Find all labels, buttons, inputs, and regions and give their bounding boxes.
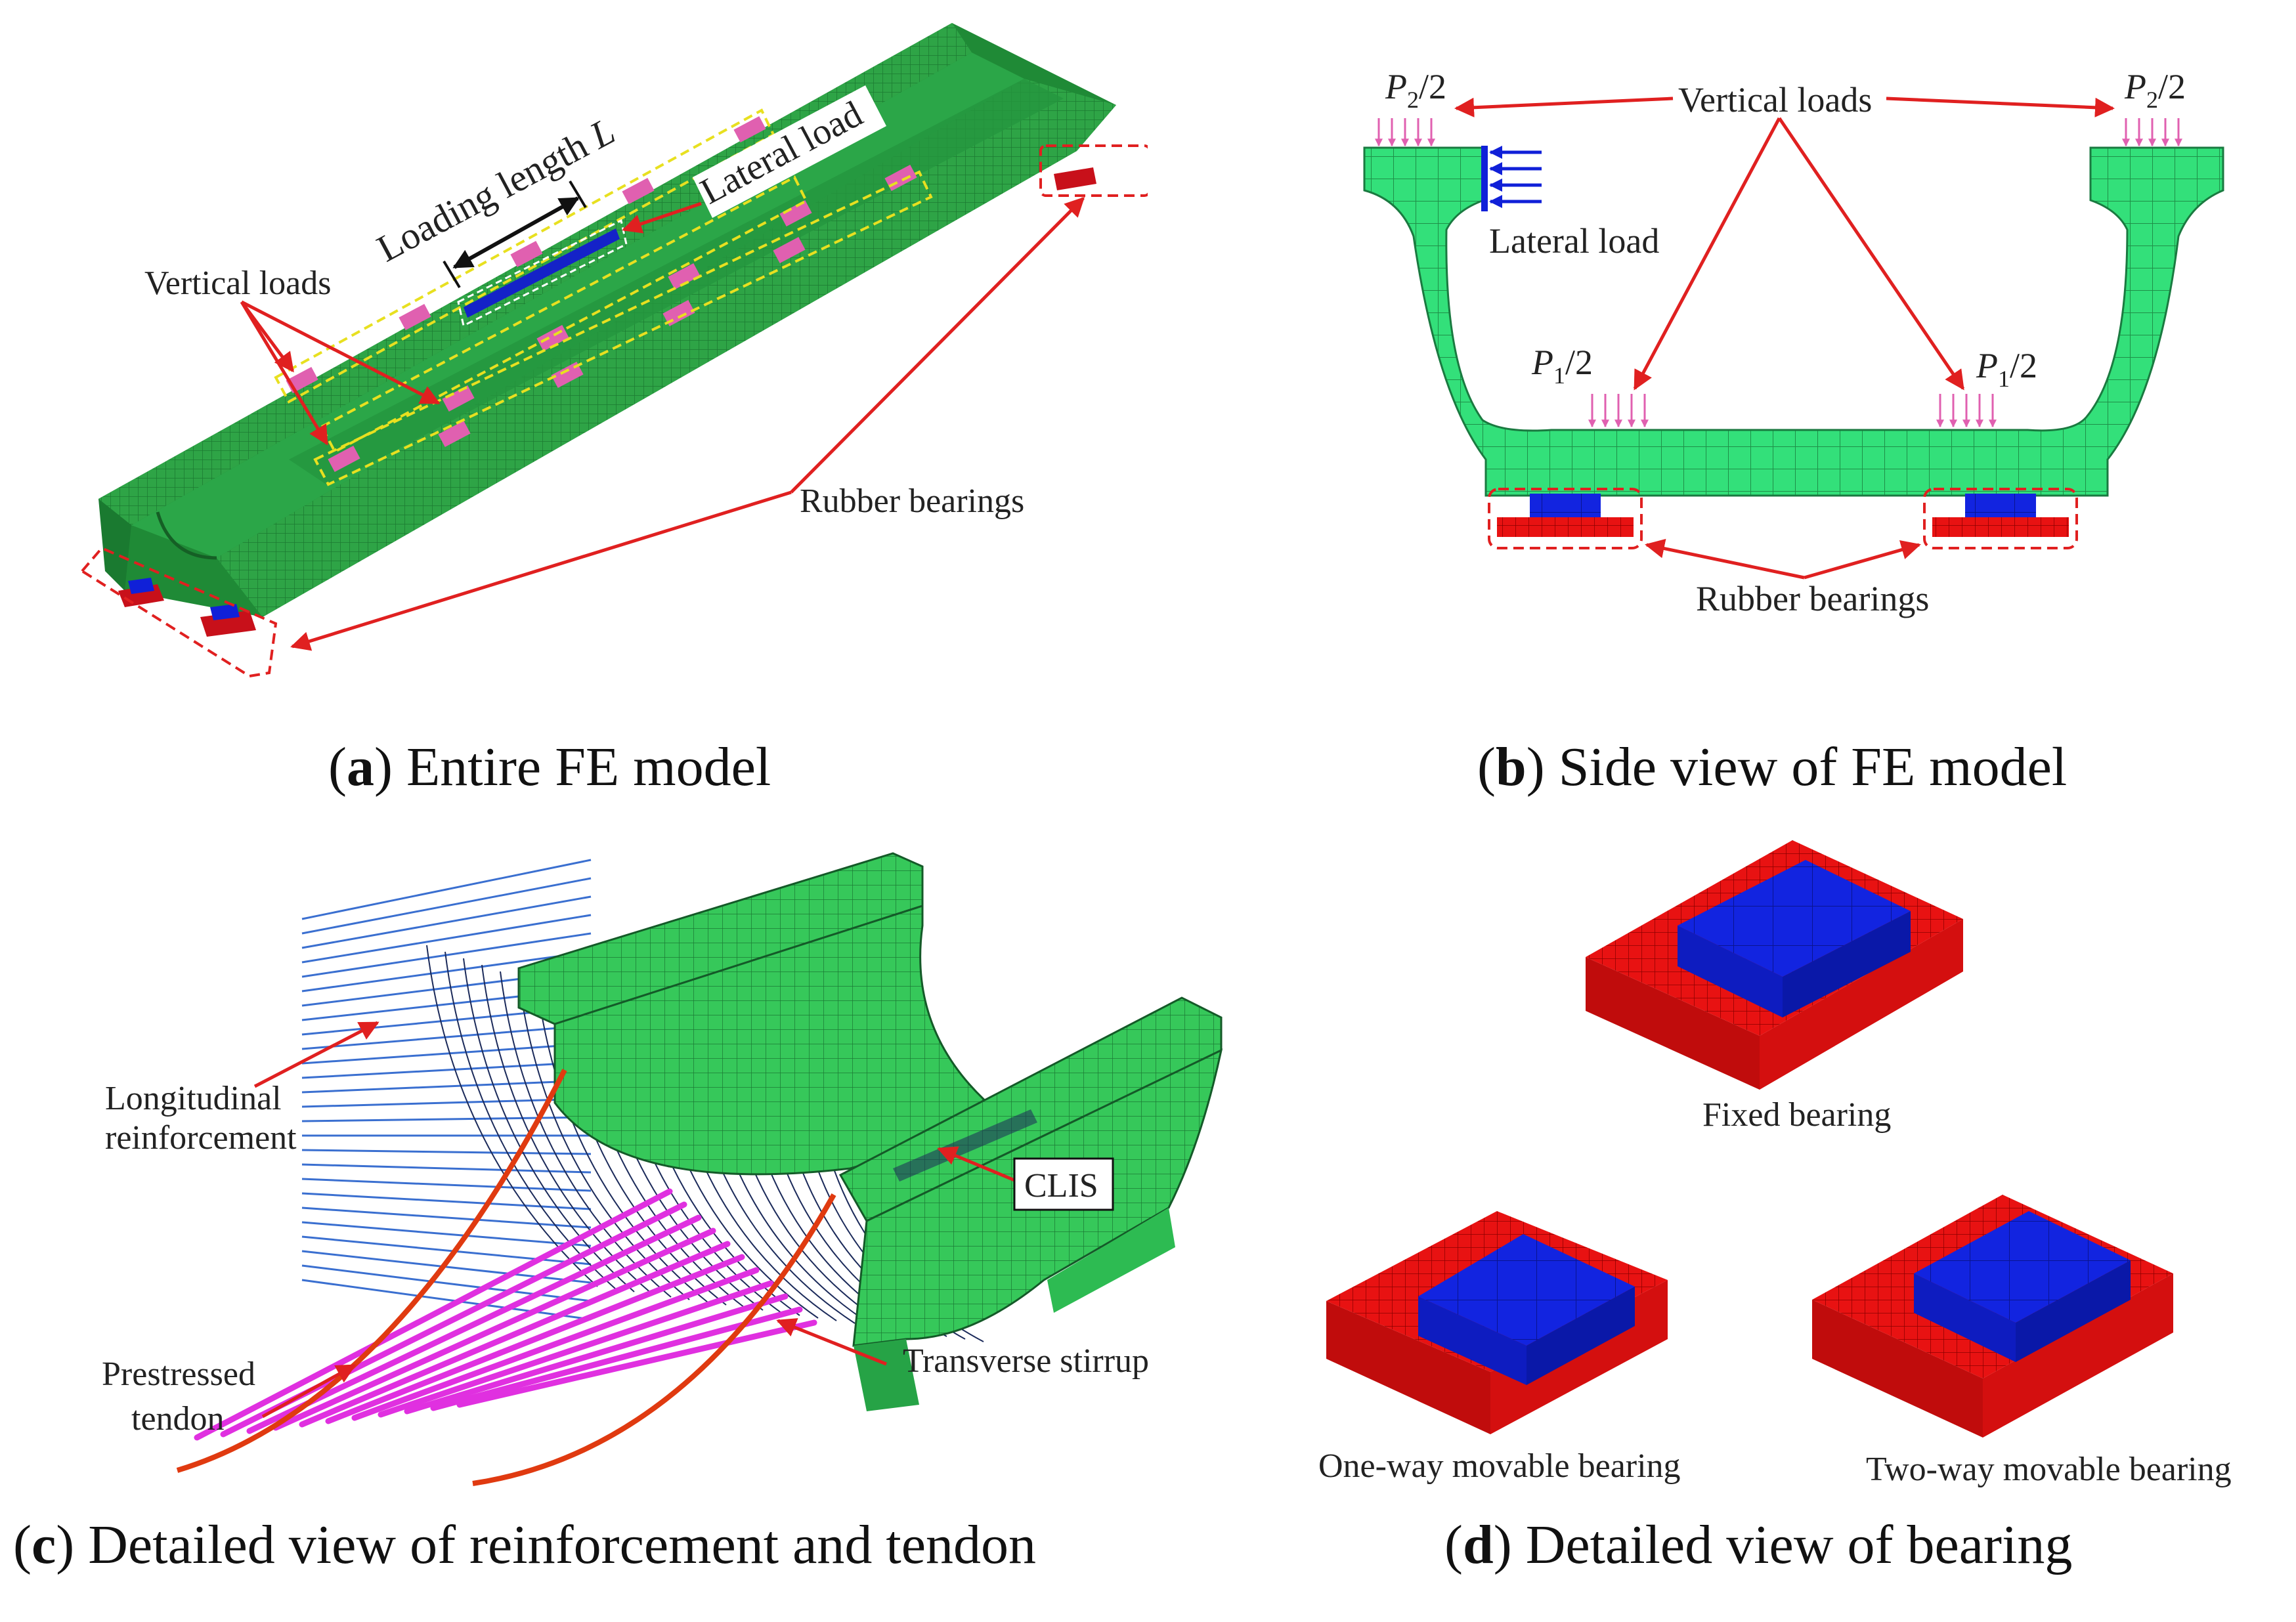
transverse-stirrup-label: Transverse stirrup (903, 1342, 1149, 1380)
rebar-line (301, 1178, 592, 1192)
prestressed-label-line2: tendon (131, 1400, 225, 1438)
load-p2-left-label: P2/2 (1385, 67, 1446, 113)
two-way-bearing-label: Two-way movable bearing (1866, 1451, 2232, 1488)
rebar-line (301, 1163, 592, 1174)
vertical-loads-label: Vertical loads (144, 265, 331, 302)
longitudinal-label-line1: Longitudinal (105, 1080, 282, 1117)
panel-c-reinforcement: Longitudinal reinforcement CLIS Prestres… (0, 827, 1247, 1523)
two-way-movable-bearing (1812, 1195, 2173, 1438)
load-p1-left-label: P1/2 (1531, 343, 1593, 389)
panel-d-figure: Fixed bearing One-way movable bearing Tw… (1318, 840, 2232, 1488)
tendon-curve (176, 1069, 567, 1473)
rebar-line (301, 932, 592, 978)
clis-region (893, 1109, 1037, 1182)
fixed-bearing (1586, 840, 1963, 1090)
tendon-line (194, 1188, 673, 1441)
rebar-line (301, 1079, 592, 1094)
caption-c: (c) Detailed view of reinforcement and t… (13, 1514, 1037, 1575)
tendon-line (246, 1214, 702, 1434)
rubber-bearings-label-b: Rubber bearings (1696, 579, 1929, 618)
lateral-load-arrows (1489, 146, 1542, 208)
rebar-line (301, 1279, 592, 1321)
caption-a: (a) Entire FE model (328, 736, 771, 798)
tendon-line (272, 1227, 716, 1431)
bearing-highlight-boxes (79, 144, 1148, 678)
girder-segment (517, 852, 1223, 1411)
fixed-bearing-label: Fixed bearing (1702, 1096, 1891, 1134)
rebar-line (301, 1221, 592, 1247)
rebar-line (301, 1061, 592, 1079)
annotation-arrows-c (253, 1021, 1018, 1419)
annotation-arrows-a (240, 196, 1085, 651)
loading-length-dimension (443, 180, 587, 289)
tendon-line (430, 1306, 803, 1411)
rebar-line (301, 1264, 592, 1302)
tendon-line (456, 1319, 817, 1408)
panel-b-figure: Vertical loads Lateral load Rubber beari… (1363, 67, 2224, 618)
rebar-line (301, 877, 592, 935)
clis-label-box (1013, 1157, 1114, 1211)
lateral-load-label-b: Lateral load (1489, 221, 1659, 261)
rebar-line (301, 1149, 592, 1155)
rebar-line (301, 1024, 592, 1050)
panel-b-side-view: Vertical loads Lateral load Rubber beari… (1148, 0, 2296, 709)
longitudinal-reinforcement-bars (301, 859, 592, 1321)
rebar-line (301, 914, 592, 964)
rebar-line (301, 1116, 592, 1122)
tendon-line (404, 1293, 789, 1415)
annotation-arrows-b (1454, 96, 2115, 580)
tendon-line (299, 1241, 731, 1428)
tendon-curve (472, 1193, 836, 1486)
tendon-line (351, 1267, 760, 1421)
one-way-movable-bearing (1326, 1211, 1668, 1434)
load-p1-right-label: P1/2 (1976, 346, 2037, 392)
load-p2-right-label: P2/2 (2124, 67, 2186, 113)
rebar-line (301, 950, 592, 992)
panel-d-bearing-detail: Fixed bearing One-way movable bearing Tw… (1300, 827, 2296, 1523)
vertical-loads-label-b: Vertical loads (1678, 80, 1872, 119)
stirrup-line (463, 958, 635, 1292)
prestressed-tendons (176, 1069, 836, 1486)
stirrup-line (500, 971, 672, 1298)
rebar-line (301, 1192, 592, 1210)
rubber-bearings-b (1497, 494, 2069, 537)
panel-a-entire-fe-model: Loading length L Lateral load Vertical l… (0, 0, 1148, 709)
girder-cross-section (1363, 146, 2224, 497)
panel-a-figure: Loading length L Lateral load Vertical l… (79, 23, 1148, 678)
panel-c-figure: Longitudinal reinforcement CLIS Prestres… (102, 852, 1223, 1486)
rebar-line (301, 859, 592, 920)
caption-d: (d) Detailed view of bearing (1444, 1514, 2073, 1575)
stirrup-line (518, 977, 690, 1300)
stirrup-line (444, 951, 617, 1290)
rebar-line (301, 1206, 592, 1229)
prestressed-label-line1: Prestressed (102, 1355, 255, 1393)
rebar-line (301, 1098, 592, 1108)
clis-label: CLIS (1024, 1167, 1098, 1205)
vertical-load-arrows (1375, 118, 2182, 428)
rubber-bearings-label: Rubber bearings (800, 482, 1024, 520)
one-way-bearing-label: One-way movable bearing (1318, 1447, 1681, 1485)
bearing-highlight-boxes-b (1488, 488, 2078, 549)
lateral-load-plate (1481, 146, 1488, 211)
longitudinal-label-line2: reinforcement (105, 1119, 297, 1157)
caption-b: (b) Side view of FE model (1477, 736, 2068, 798)
rebar-line (301, 1042, 592, 1065)
tendon-line (325, 1254, 745, 1424)
rebar-line (301, 895, 592, 949)
tendon-line (378, 1280, 774, 1418)
